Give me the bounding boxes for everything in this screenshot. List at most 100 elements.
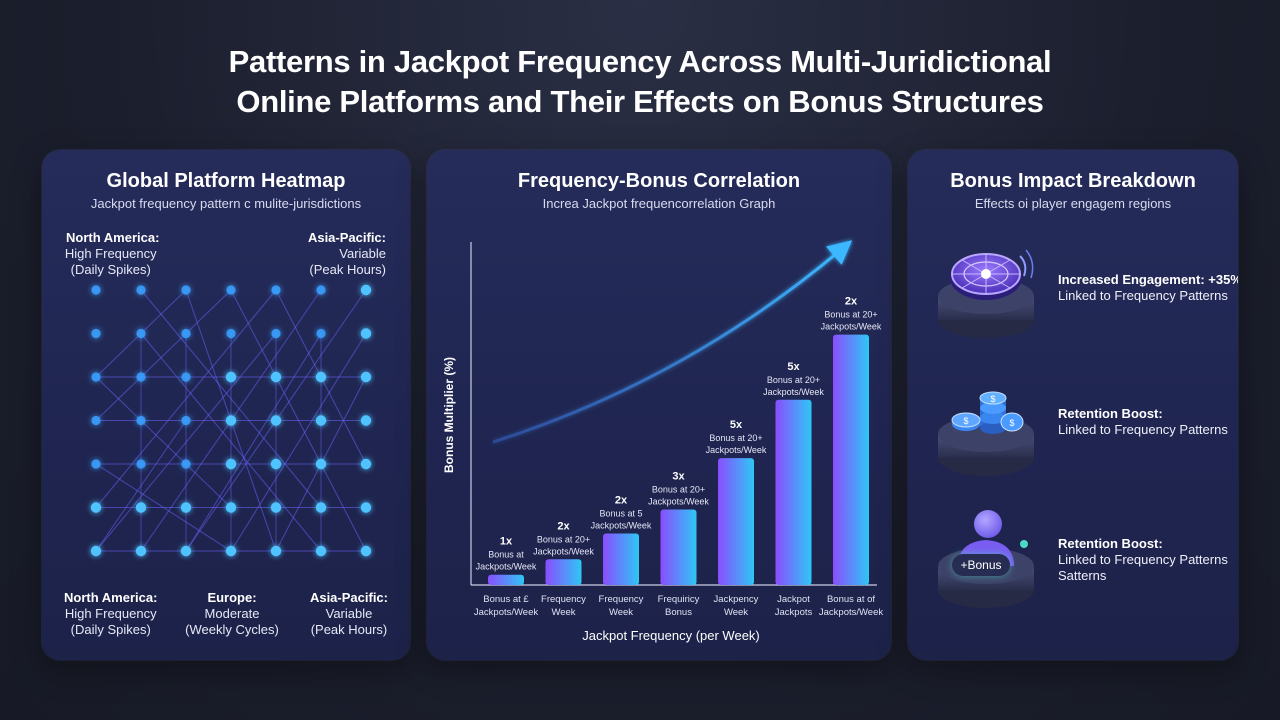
bar-data-label: Bonus at 20+	[767, 375, 820, 385]
network-node	[360, 371, 372, 383]
network-node	[91, 328, 101, 339]
bar-multiplier-label: 5x	[787, 361, 800, 373]
network-node	[181, 285, 191, 295]
region-name: Europe:	[207, 590, 257, 605]
y-axis-label: Bonus Multiplier (%)	[442, 357, 456, 473]
network-node	[270, 415, 282, 426]
bar-multiplier-label: 3x	[672, 471, 685, 483]
x-tick-label: Frequency	[541, 594, 586, 605]
region-detail: (Daily Spikes)	[70, 622, 151, 637]
impact-description: Linked to Frequency Patterns	[1058, 422, 1228, 437]
network-link	[95, 289, 277, 508]
network-node	[270, 371, 282, 383]
x-tick-label: Jackpency	[714, 594, 759, 605]
heatmap-network	[90, 284, 372, 557]
bar	[603, 533, 639, 585]
x-tick-label: Week	[609, 607, 633, 618]
network-node	[91, 459, 101, 469]
region-label-bottom-right: Asia-Pacific: Variable (Peak Hours)	[310, 590, 388, 638]
x-tick-label: Jackpots/Week	[474, 607, 538, 618]
network-link	[185, 333, 322, 552]
network-node	[136, 285, 146, 295]
bar-data-label: Bonus at 20+	[824, 310, 877, 320]
network-link	[95, 289, 232, 421]
network-node	[360, 545, 372, 557]
network-node	[225, 545, 237, 557]
network-node	[181, 415, 191, 426]
correlation-title: Frequency-Bonus Correlation	[517, 170, 801, 192]
network-node	[360, 502, 372, 513]
network-node	[226, 328, 236, 339]
network-link	[140, 333, 322, 552]
coins-icon: $ $ $	[938, 391, 1034, 476]
network-node	[91, 415, 101, 426]
region-label-bottom-left: North America: High Frequency (Daily Spi…	[64, 590, 157, 638]
region-label-bottom-mid: Europe: Moderate (Weekly Cycles)	[182, 590, 282, 638]
bar	[718, 458, 754, 585]
x-tick-label: Jackpots	[775, 607, 813, 618]
impact-text: Retention Boost: Linked to Frequency Pat…	[1058, 536, 1228, 584]
network-node	[90, 502, 102, 513]
heatmap-subtitle: Jackpot frequency pattern c mulite-juris…	[90, 196, 362, 211]
network-link	[95, 420, 187, 552]
impact-item-retention: $ $ $ Retention Boost: Linked to Frequen…	[908, 378, 1238, 488]
bar-data-label: Jackpots/Week	[533, 546, 594, 556]
network-node	[360, 415, 372, 426]
bar-data-label: Bonus at	[488, 550, 524, 560]
bar-data-label: Jackpots/Week	[591, 521, 652, 531]
correlation-panel: Frequency-Bonus Correlation Increa Jackp…	[427, 150, 891, 660]
x-tick-label: Jackpot	[777, 594, 810, 605]
impact-subtitle: Effects oi player engagem regions	[974, 196, 1172, 211]
wheel-icon	[938, 249, 1034, 338]
network-node	[225, 371, 237, 383]
region-desc: High Frequency	[64, 606, 157, 621]
heatmap-panel: Global Platform Heatmap Jackpot frequenc…	[42, 150, 410, 660]
x-tick-label: Bonus	[665, 607, 692, 618]
region-detail: (Peak Hours)	[309, 262, 386, 277]
region-desc: Moderate	[204, 606, 260, 621]
page-title-line-1: Patterns in Jackpot Frequency Across Mul…	[228, 44, 1052, 79]
network-node	[360, 284, 372, 296]
bar-data-label: Jackpots/Week	[648, 497, 709, 507]
bar-data-label: Jackpots/Week	[821, 322, 882, 332]
bar	[488, 574, 524, 585]
x-tick-label: Frequency	[599, 594, 644, 605]
network-node	[136, 459, 146, 469]
network-node	[225, 415, 237, 426]
region-name: Asia-Pacific:	[307, 230, 386, 245]
network-node	[135, 545, 147, 557]
network-link	[95, 333, 277, 552]
bar	[545, 559, 582, 585]
region-name: North America:	[66, 230, 160, 245]
x-tick-label: Week	[724, 607, 748, 618]
network-node	[271, 328, 281, 339]
bar-data-label: Jackpots/Week	[763, 387, 824, 397]
x-tick-label: Bonus at £	[483, 594, 529, 605]
x-tick-label: Bonus at of	[827, 594, 875, 605]
x-axis-label: Jackpot Frequency (per Week)	[582, 628, 760, 643]
network-node	[90, 545, 102, 557]
bar	[660, 509, 697, 585]
network-link	[230, 289, 367, 552]
trend-arrow	[492, 240, 853, 444]
region-detail: (Peak Hours)	[310, 622, 388, 637]
region-label-top-left: North America: High Frequency (Daily Spi…	[65, 230, 160, 278]
bar-data-label: Bonus at 20+	[537, 534, 590, 544]
impact-text: Retention Boost: Linked to Frequency Pat…	[1058, 406, 1228, 438]
impact-text: Increased Engagement: +35% Linked to Fre…	[1058, 272, 1238, 304]
network-node	[181, 459, 191, 469]
bar-data-label: Bonus at 20+	[652, 485, 705, 495]
bar-data-label: Bonus at 5	[599, 509, 642, 519]
bar-data-label: Jackpots/Week	[476, 562, 537, 572]
svg-text:$: $	[1009, 418, 1014, 428]
network-node	[315, 458, 327, 470]
bar-multiplier-label: 5x	[730, 419, 743, 431]
impact-description: Linked to Frequency Patterns	[1058, 552, 1228, 567]
network-node	[360, 328, 372, 339]
network-node	[315, 415, 327, 426]
bar-multiplier-label: 2x	[615, 495, 628, 507]
impact-title: Bonus Impact Breakdown	[950, 170, 1196, 192]
svg-text:$: $	[963, 416, 968, 426]
network-node	[360, 458, 372, 470]
bar-data-label: Jackpots/Week	[706, 445, 767, 455]
